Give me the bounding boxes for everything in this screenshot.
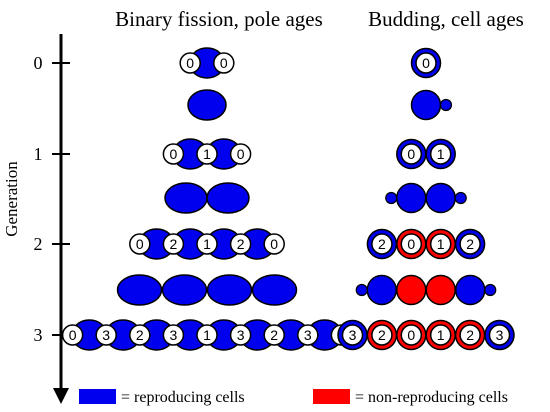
budding-age-gen1-1-ring [429, 143, 452, 165]
budding-age-gen2-3-label: 2 [466, 236, 474, 252]
fission-pole-gen3-4-ring [196, 324, 218, 346]
fission-dividing-cell-2-3 [251, 274, 298, 306]
fission-pole-gen1-2-label: 0 [237, 146, 245, 162]
budding-age-gen2-3-ring [459, 233, 481, 255]
fission-pole-gen3-7-ring [297, 324, 319, 346]
fission-pole-gen3-1-label: 3 [102, 327, 110, 343]
fission-pole-gen3-3-label: 3 [170, 327, 178, 343]
budding-age-gen0-0-label: 0 [422, 55, 430, 71]
fission-dividing-cell-1-1 [206, 182, 250, 214]
budding-mother-2-0 [366, 274, 397, 306]
legend-non-reproducing-swatch [313, 389, 350, 404]
generation-axis-arrowhead [53, 388, 69, 404]
fission-dividing-cell-2-1 [161, 274, 208, 306]
fission-pole-gen3-7-label: 3 [304, 327, 312, 343]
tick-label-gen-3: 3 [34, 325, 43, 345]
legend-non-reproducing-label: = non-reproducing cells [355, 389, 508, 406]
fission-title: Binary fission, pole ages [115, 7, 323, 31]
fission-pole-gen1-2-ring [229, 143, 252, 165]
fission-pole-gen3-0-ring [61, 324, 84, 346]
budding-age-gen3-1-ring [371, 324, 393, 346]
fission-dividing-cell-2-2 [206, 274, 253, 306]
tick-label-gen-1: 1 [34, 144, 43, 164]
fission-pole-gen3-5-ring [229, 324, 252, 346]
budding-mother-2-1 [396, 274, 427, 306]
fission-pole-gen2-2-label: 1 [203, 236, 211, 252]
fission-pole-gen0-0-label: 0 [186, 55, 194, 71]
fission-pole-gen2-0-label: 0 [136, 236, 144, 252]
budding-age-gen3-5-label: 3 [496, 327, 504, 343]
budding-age-gen3-0-ring [341, 324, 364, 346]
budding-bud-right-0 [439, 98, 453, 112]
budding-age-gen3-5-ring [488, 324, 511, 346]
fission-pole-gen3-3-ring [162, 324, 185, 346]
legend-reproducing-swatch [79, 389, 116, 404]
budding-age-gen2-1-ring [400, 233, 423, 255]
budding-age-gen2-0-label: 2 [378, 236, 386, 252]
tick-label-gen-0: 0 [34, 53, 43, 73]
budding-bud-right-1 [454, 191, 467, 205]
legend-reproducing-label: = reproducing cells [121, 389, 245, 406]
budding-mother-1-1 [425, 182, 456, 214]
fission-pole-gen2-1-label: 2 [170, 236, 178, 252]
fission-pole-gen3-1-ring [95, 324, 117, 346]
fission-pole-gen2-4-label: 0 [270, 236, 278, 252]
fission-pole-gen0-0-ring [179, 52, 201, 74]
fission-pole-gen0-1-ring [213, 52, 235, 74]
budding-mother-0-0 [410, 89, 442, 121]
fission-pole-gen2-3-label: 2 [237, 236, 245, 252]
budding-mother-2-3 [455, 274, 486, 306]
budding-age-gen3-4-label: 2 [466, 327, 474, 343]
budding-age-gen1-1-label: 1 [437, 146, 445, 162]
fission-pole-gen3-6-ring [263, 324, 285, 346]
fission-dividing-cell-1-0 [164, 182, 208, 214]
fission-dividing-cell-0-0 [187, 89, 227, 121]
fission-pole-gen3-4-label: 1 [203, 327, 211, 343]
budding-age-gen1-0-ring [400, 143, 423, 165]
budding-bud-left-2 [355, 283, 368, 297]
fission-pole-gen3-6-label: 2 [270, 327, 278, 343]
budding-age-gen2-1-label: 0 [407, 236, 415, 252]
fission-pole-gen2-1-ring [162, 233, 185, 255]
fission-pole-gen0-1-label: 0 [220, 55, 228, 71]
budding-age-gen3-3-ring [429, 324, 452, 346]
fission-pole-gen1-1-ring [196, 143, 218, 165]
fission-pole-gen2-4-ring [263, 233, 285, 255]
fission-pole-gen3-2-label: 2 [136, 327, 144, 343]
fission-pole-gen1-0-ring [162, 143, 185, 165]
fission-pole-gen2-2-ring [196, 233, 218, 255]
budding-age-gen3-2-ring [400, 324, 423, 346]
budding-age-gen2-2-ring [429, 233, 452, 255]
fission-pole-gen3-0-label: 0 [69, 327, 77, 343]
budding-title: Budding, cell ages [368, 7, 524, 31]
budding-age-gen3-0-label: 3 [349, 327, 357, 343]
fission-pole-gen1-0-label: 0 [170, 146, 178, 162]
budding-age-gen3-4-ring [459, 324, 481, 346]
fission-pole-gen1-1-label: 1 [203, 146, 211, 162]
budding-age-gen3-3-label: 1 [437, 327, 445, 343]
budding-bud-left-1 [385, 191, 398, 205]
budding-cells: 0 0 1 2 0 1 2 3 2 0 1 2 3 [337, 47, 515, 351]
budding-age-gen2-2-label: 1 [437, 236, 445, 252]
budding-age-gen1-0-label: 0 [407, 146, 415, 162]
fission-pole-gen2-0-ring [129, 233, 151, 255]
fission-pole-gen3-5-label: 3 [237, 327, 245, 343]
budding-age-gen2-0-ring [371, 233, 393, 255]
budding-age-gen3-1-label: 2 [378, 327, 386, 343]
budding-bud-right-2 [484, 283, 497, 297]
generation-axis-title: Generation [2, 161, 21, 237]
budding-age-gen3-2-label: 0 [407, 327, 415, 343]
budding-age-gen0-0-ring [415, 52, 437, 74]
fission-dividing-cell-2-0 [116, 274, 163, 306]
budding-mother-2-2 [425, 274, 456, 306]
tick-label-gen-2: 2 [34, 234, 43, 254]
fission-pole-gen2-3-ring [229, 233, 252, 255]
budding-mother-1-0 [396, 182, 427, 214]
fission-pole-gen3-2-ring [129, 324, 151, 346]
